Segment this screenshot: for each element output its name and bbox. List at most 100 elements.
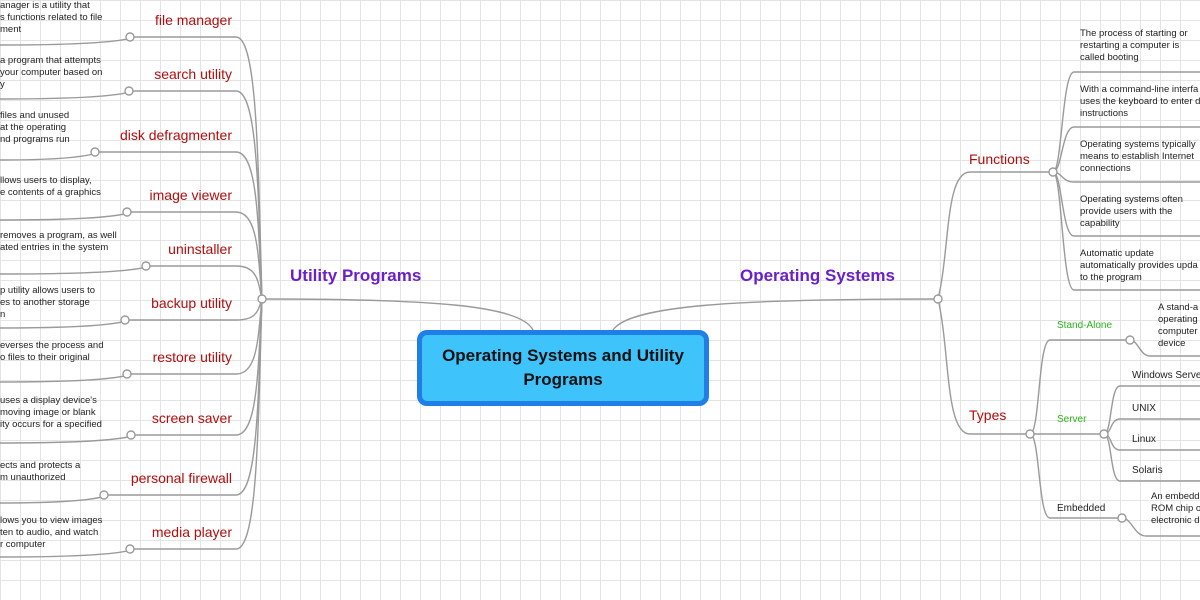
collapse-toggle-utility-8[interactable] [99, 490, 109, 500]
note-line: A stand-a [1158, 302, 1199, 313]
collapse-toggle-utility-2[interactable] [90, 147, 100, 157]
subtopic-utility-1[interactable]: search utility [154, 66, 232, 82]
note-line: uses the keyboard to enter d [1080, 96, 1200, 107]
label-server[interactable]: Server [1057, 414, 1087, 425]
subtopic-utility-8[interactable]: personal firewall [130, 470, 232, 486]
note-line: to the program [1080, 272, 1142, 283]
note-line: ated entries in the system [0, 242, 109, 253]
note-line: llows users to display, [0, 175, 92, 186]
subtopic-utility-2[interactable]: disk defragmenter [119, 127, 232, 143]
connector-utility-7 [0, 298, 263, 444]
collapse-toggle-utility-9[interactable] [125, 544, 135, 554]
note-line: computer [1158, 326, 1198, 337]
note-line: ment [0, 24, 22, 35]
note-line: n [0, 309, 6, 320]
note-line: Operating systems typically [1080, 139, 1196, 150]
note-line: removes a program, as well [0, 230, 117, 241]
collapse-toggle-utility-6[interactable] [122, 369, 132, 379]
note-line: es to another storage [0, 297, 90, 308]
connector-server-1 [1103, 418, 1200, 435]
note-line: s functions related to file [0, 12, 103, 23]
note-line: everses the process and [0, 340, 104, 351]
note-line: The process of starting or [1080, 28, 1188, 39]
main-topic-operating-systems[interactable]: Operating Systems [740, 266, 895, 285]
collapse-toggle-server[interactable] [1099, 429, 1109, 439]
server-item-2[interactable]: Linux [1132, 434, 1156, 445]
note-line: lows you to view images [0, 515, 103, 526]
main-topic-utility-programs[interactable]: Utility Programs [290, 266, 422, 285]
note-line: An embedd [1151, 491, 1200, 502]
collapse-toggle-operating-systems[interactable] [933, 294, 943, 304]
collapse-toggle-utility-4[interactable] [141, 261, 151, 271]
note-line: o files to their original [0, 352, 90, 363]
connector-utility-3 [0, 211, 263, 300]
connector-types-embedded [1029, 433, 1122, 519]
central-topic[interactable]: Operating Systems and Utility Programs [417, 330, 709, 406]
collapse-toggle-utility-5[interactable] [120, 315, 130, 325]
note-line: restarting a computer is [1080, 40, 1180, 51]
note-line: means to establish Internet [1080, 151, 1195, 162]
collapse-toggle-utility-1[interactable] [124, 86, 134, 96]
note-line: your computer based on [0, 67, 103, 78]
note-line: y [0, 79, 5, 90]
subtopic-utility-5[interactable]: backup utility [151, 295, 232, 311]
collapse-toggle-stand-alone[interactable] [1125, 335, 1135, 345]
note-line: automatically provides upda [1080, 260, 1198, 271]
note-line: ten to audio, and watch [0, 527, 99, 538]
note-line: With a command-line interfa [1080, 84, 1199, 95]
connector-utility-2 [0, 151, 263, 300]
central-topic-title: Operating Systems and Utility Programs [442, 346, 684, 389]
connector-utility-9 [0, 298, 263, 558]
subtopic-utility-0[interactable]: file manager [154, 12, 232, 28]
note-line: moving image or blank [0, 407, 96, 418]
collapse-toggle-embedded[interactable] [1117, 513, 1127, 523]
collapse-toggle-utility-0[interactable] [125, 32, 135, 42]
label-stand-alone[interactable]: Stand-Alone [1057, 320, 1113, 331]
collapse-toggle-utility-programs[interactable] [257, 294, 267, 304]
subtopic-utility-3[interactable]: image viewer [149, 187, 232, 203]
connector-function-0 [1052, 71, 1200, 173]
label-embedded[interactable]: Embedded [1057, 503, 1106, 514]
subtopic-utility-7[interactable]: screen saver [151, 410, 232, 426]
collapse-toggle-utility-7[interactable] [126, 430, 136, 440]
collapse-toggle-types[interactable] [1025, 429, 1035, 439]
connector-function-4 [1052, 171, 1200, 291]
connector-central-os [612, 298, 939, 331]
server-item-0[interactable]: Windows Server [1132, 370, 1200, 381]
note-line: Operating systems often [1080, 194, 1183, 205]
connector-types-standalone [1029, 339, 1130, 435]
connector-os-functions [937, 171, 1053, 300]
note-utility-3[interactable]: llows users to display,e contents of a g… [0, 175, 101, 199]
collapse-toggle-functions[interactable] [1048, 167, 1058, 177]
connector-os-types [937, 298, 1030, 435]
server-item-3[interactable]: Solaris [1132, 465, 1163, 476]
note-line: Automatic update [1080, 248, 1154, 259]
subtopic-utility-4[interactable]: uninstaller [168, 241, 232, 257]
subtopic-functions[interactable]: Functions [969, 151, 1030, 167]
subtopic-utility-9[interactable]: media player [151, 524, 232, 540]
subtopic-types[interactable]: Types [969, 407, 1007, 423]
note-line: ects and protects a [0, 460, 81, 471]
note-line: operating [1158, 314, 1198, 325]
server-item-1[interactable]: UNIX [1132, 403, 1156, 414]
subtopic-utility-6[interactable]: restore utility [152, 349, 232, 365]
collapse-toggle-utility-3[interactable] [122, 207, 132, 217]
